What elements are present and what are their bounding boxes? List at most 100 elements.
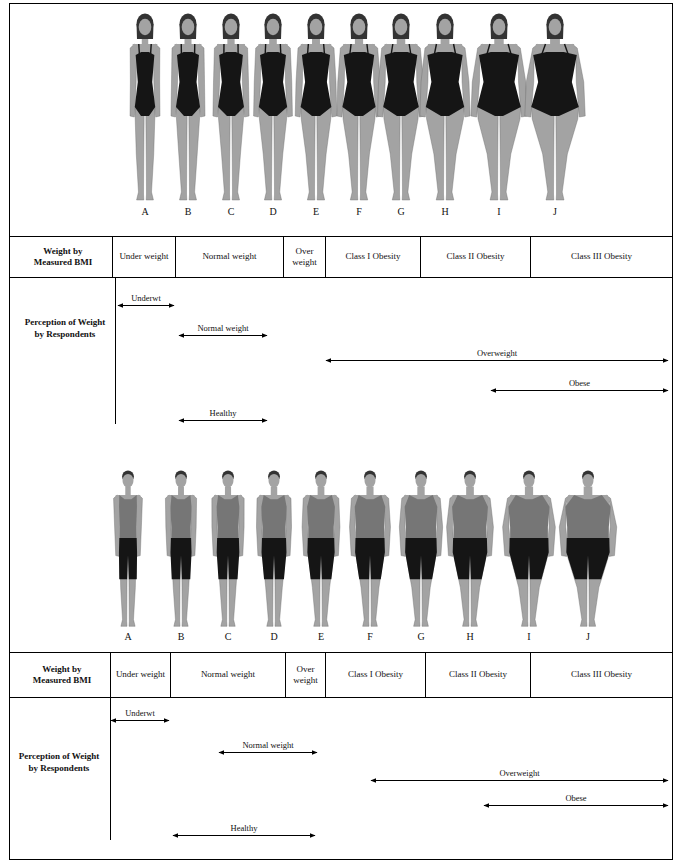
leg — [402, 105, 419, 200]
swimsuit — [477, 52, 521, 116]
range-label: Overweight — [325, 348, 669, 358]
cell-text: Weight by Measured BMI — [26, 246, 100, 268]
range-arrow — [179, 420, 267, 421]
leg — [446, 105, 464, 200]
range-label-patch: Underwt — [123, 708, 157, 718]
cell-text: Over weight — [288, 246, 321, 268]
body-figure — [525, 14, 585, 201]
cell-text: Under weight — [119, 251, 168, 262]
leg — [301, 105, 316, 200]
figure-border — [10, 4, 673, 860]
swimsuit — [135, 52, 155, 116]
body-figure — [114, 471, 143, 627]
neck — [466, 487, 474, 496]
tank-top — [217, 495, 240, 540]
figure-letter: E — [311, 631, 331, 643]
swimsuit — [176, 52, 200, 116]
body-figure — [337, 14, 381, 201]
strap — [454, 44, 456, 54]
tank-top — [565, 495, 610, 540]
strap — [138, 44, 140, 54]
leg — [189, 105, 200, 200]
range-arrow — [371, 780, 668, 781]
leg — [556, 105, 579, 200]
bmi-category-cell: Under weight — [110, 652, 170, 697]
bmi-category-cell: Under weight — [112, 236, 175, 277]
body-figure — [399, 471, 442, 627]
leg — [274, 105, 287, 200]
table-rules — [10, 237, 672, 841]
strap — [508, 44, 511, 54]
range-arrow — [219, 752, 317, 753]
neck — [225, 487, 231, 496]
swimsuit — [218, 52, 244, 116]
range-arrows — [111, 306, 668, 836]
range-label: Healthy — [172, 823, 316, 833]
body-figure — [130, 14, 160, 201]
row-header-cell: Weight by Measured BMI — [14, 652, 110, 697]
range-arrow — [326, 360, 668, 361]
neck — [178, 487, 184, 496]
face — [395, 19, 408, 36]
shorts — [566, 538, 609, 579]
cell-text: Over weight — [290, 664, 321, 686]
tank-top — [405, 495, 438, 540]
cell-text: Normal weight — [201, 669, 255, 680]
figure-letter: J — [578, 631, 598, 643]
range-arrow — [118, 305, 174, 306]
strap — [280, 44, 282, 54]
leg — [500, 105, 521, 200]
face — [123, 474, 134, 487]
strap — [434, 44, 436, 54]
strap — [564, 44, 568, 54]
range-label-patch: Normal weight — [195, 323, 250, 333]
leg — [477, 105, 498, 200]
shorts — [509, 538, 548, 579]
face — [365, 474, 376, 487]
table-rule — [10, 236, 672, 237]
strap — [150, 44, 152, 54]
face — [465, 474, 476, 487]
row-header-cell: Weight by Measured BMI — [14, 236, 112, 277]
figure-letter: A — [135, 206, 155, 218]
strap — [323, 44, 325, 54]
range-label: Underwt — [110, 708, 170, 718]
axis-rule — [115, 277, 116, 424]
leg — [317, 105, 332, 200]
range-label-patch: Overweight — [497, 768, 541, 778]
swimsuit — [426, 52, 464, 116]
body-figure — [447, 471, 494, 627]
range-label-patch: Overweight — [475, 348, 519, 358]
figure-letter: C — [218, 631, 238, 643]
tank-top — [508, 495, 549, 540]
neck — [417, 487, 424, 496]
range-label: Obese — [490, 378, 669, 388]
face — [353, 19, 366, 36]
body-figure — [503, 471, 556, 627]
body-figure — [559, 471, 616, 627]
cell-text: Class III Obesity — [571, 251, 632, 262]
swimsuit — [301, 52, 332, 116]
body-figure — [256, 471, 291, 627]
body-figure — [350, 471, 391, 627]
figure-letter: G — [391, 206, 411, 218]
range-label-patch: Healthy — [208, 408, 239, 418]
face — [310, 19, 323, 36]
leg — [146, 105, 155, 200]
leg — [218, 105, 230, 200]
strap — [181, 44, 183, 54]
strap — [237, 44, 239, 54]
range-arrow — [491, 390, 668, 391]
body-figure — [254, 14, 293, 201]
face — [176, 474, 187, 487]
body-figure — [212, 471, 244, 627]
strap — [367, 44, 368, 54]
figure-letter: D — [264, 631, 284, 643]
bmi-category-cell: Class II Obesity — [420, 236, 530, 277]
table-rule — [10, 277, 672, 278]
table-rule — [10, 697, 672, 698]
figure-letter: H — [460, 631, 480, 643]
face — [316, 474, 327, 487]
